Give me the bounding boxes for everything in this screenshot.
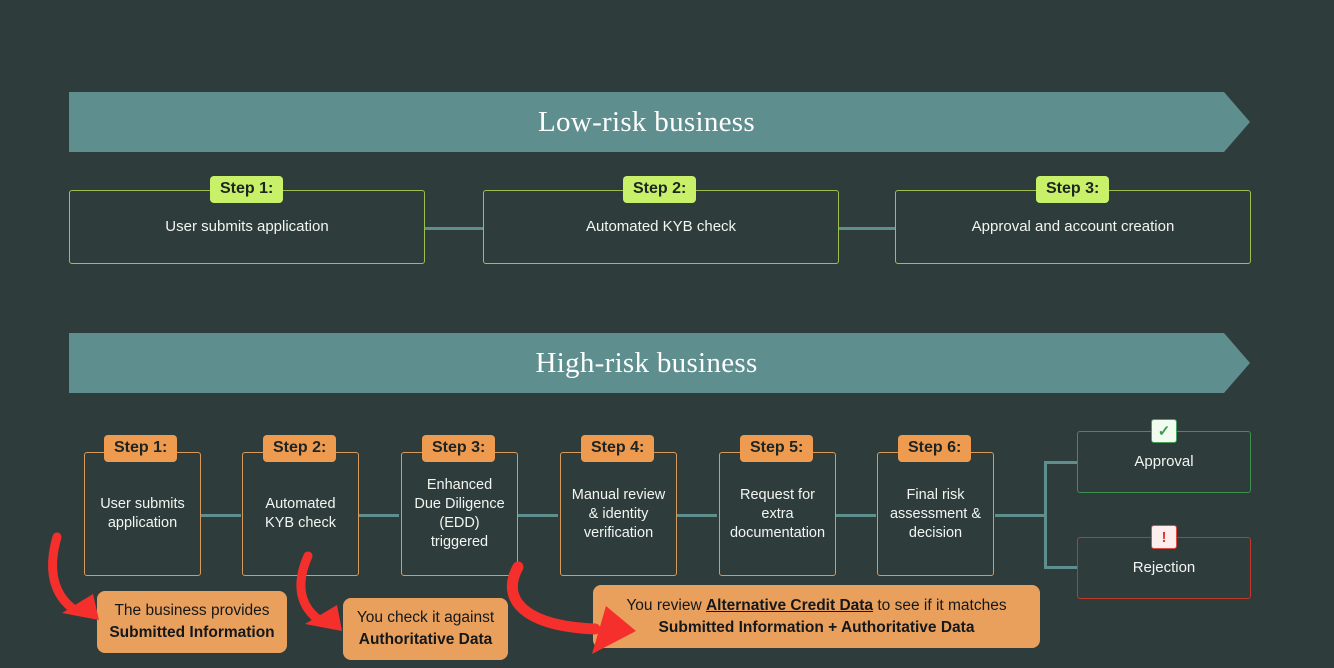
high-risk-step-1[interactable]: User submits application	[84, 452, 201, 576]
high-risk-step-4[interactable]: Manual review & identity verification	[560, 452, 677, 576]
connector-high-3-4	[518, 514, 558, 517]
connector-decision-trunk	[995, 514, 1047, 517]
low-risk-step-2-badge: Step 2:	[623, 176, 697, 203]
high-risk-step-4-label: Manual review & identity verification	[571, 486, 666, 541]
callout-acd-underline: Alternative Credit Data	[705, 596, 874, 614]
high-risk-step-6[interactable]: Final risk assessment & decision	[877, 452, 994, 576]
high-risk-step-1-badge: Step 1:	[104, 435, 178, 462]
connector-low-2-3	[837, 227, 895, 230]
high-risk-step-1-label: User submits application	[100, 496, 185, 531]
low-risk-step-3-badge: Step 3:	[1036, 176, 1110, 203]
connector-high-4-5	[677, 514, 717, 517]
exclamation-icon-glyph: !	[1161, 528, 1167, 546]
high-risk-step-4-badge: Step 4:	[581, 435, 655, 462]
high-risk-step-3[interactable]: Enhanced Due Diligence (EDD) triggered	[401, 452, 518, 576]
section-title-high-risk: High-risk business	[535, 346, 758, 379]
arrowhead-submitted-information	[62, 594, 99, 620]
connector-high-5-6	[836, 514, 876, 517]
connector-high-1-2	[201, 514, 241, 517]
callout-authoritative-data-line2: Authoritative Data	[358, 631, 493, 648]
arrowhead-authoritative-data	[305, 605, 342, 631]
outcome-approval[interactable]: Approval	[1077, 431, 1251, 493]
section-banner-low-risk: Low-risk business	[69, 92, 1250, 152]
callout-authoritative-data: You check it against Authoritative Data	[343, 598, 508, 660]
section-banner-high-risk: High-risk business	[69, 333, 1250, 393]
low-risk-step-2-label: Automated KYB check	[585, 218, 737, 235]
callout-submitted-information-line2: Submitted Information	[109, 624, 275, 641]
high-risk-step-2[interactable]: Automated KYB check	[242, 452, 359, 576]
high-risk-step-6-badge: Step 6:	[898, 435, 972, 462]
callout-authoritative-data-line1: You check it against	[356, 609, 495, 626]
section-title-low-risk: Low-risk business	[538, 105, 755, 138]
low-risk-step-1-label: User submits application	[165, 218, 329, 235]
callout-acd-text-a: You review	[626, 596, 706, 614]
high-risk-step-5[interactable]: Request for extra documentation	[719, 452, 836, 576]
high-risk-step-2-badge: Step 2:	[263, 435, 337, 462]
check-icon-glyph: ✓	[1157, 423, 1171, 440]
callout-alternative-credit-data-line1: You review Alternative Credit Data to se…	[626, 595, 1006, 617]
high-risk-step-5-badge: Step 5:	[740, 435, 814, 462]
check-icon: ✓	[1151, 419, 1177, 443]
callout-submitted-information: The business provides Submitted Informat…	[97, 591, 287, 653]
high-risk-step-3-label: Enhanced Due Diligence (EDD) triggered	[414, 477, 505, 550]
connector-high-2-3	[359, 514, 399, 517]
outcome-rejection-label: Rejection	[1132, 559, 1196, 576]
low-risk-step-3-label: Approval and account creation	[971, 218, 1175, 235]
high-risk-step-6-label: Final risk assessment & decision	[889, 486, 982, 541]
high-risk-step-5-label: Request for extra documentation	[729, 486, 826, 541]
callout-alternative-credit-data: You review Alternative Credit Data to se…	[593, 585, 1040, 648]
connector-decision-to-approval	[1044, 461, 1078, 464]
outcome-approval-label: Approval	[1134, 453, 1194, 470]
arrow-to-alternative-credit-data	[507, 561, 601, 635]
arrow-to-submitted-information	[48, 532, 81, 616]
connector-low-1-2	[424, 227, 486, 230]
callout-acd-text-b: to see if it matches	[873, 596, 1007, 614]
callout-alternative-credit-data-line2: Submitted Information + Authoritative Da…	[658, 618, 975, 636]
high-risk-step-3-badge: Step 3:	[422, 435, 496, 462]
connector-decision-vertical	[1044, 461, 1047, 569]
callout-submitted-information-line1: The business provides	[114, 602, 270, 619]
connector-decision-to-rejection	[1044, 566, 1078, 569]
high-risk-step-2-label: Automated KYB check	[265, 496, 336, 531]
low-risk-step-1-badge: Step 1:	[210, 176, 284, 203]
exclamation-icon: !	[1151, 525, 1177, 549]
